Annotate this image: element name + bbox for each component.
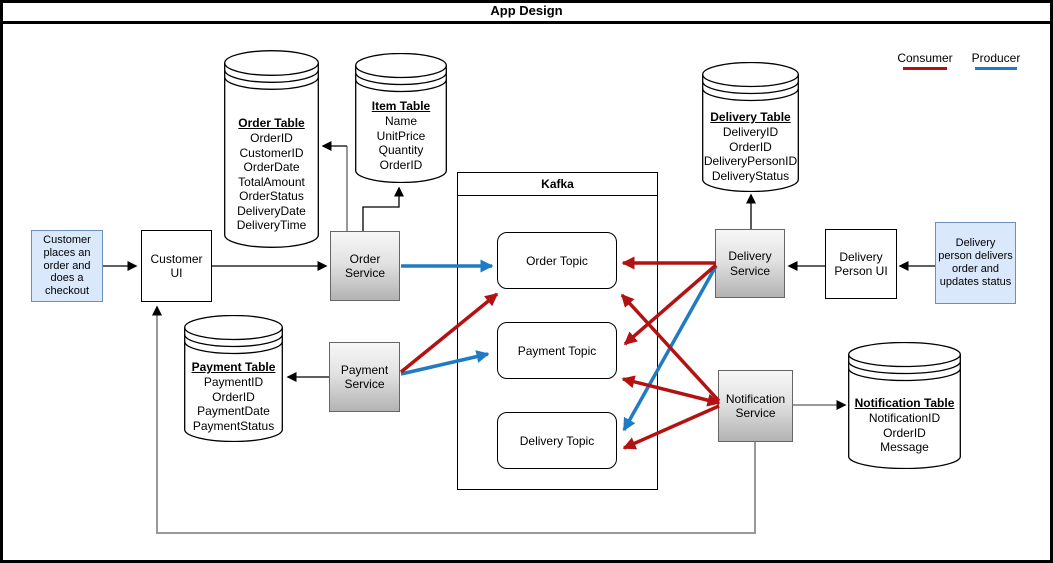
- legend-producer-line: [975, 67, 1017, 70]
- db-field: Name: [384, 114, 417, 128]
- customer-note: Customer places an order and does a chec…: [31, 230, 103, 302]
- notification-service-box: Notification Service: [718, 370, 793, 442]
- db-field: OrderID: [379, 157, 423, 172]
- cylinder-shape: [702, 62, 799, 192]
- cylinder-shape: [224, 50, 319, 248]
- order-topic: Order Topic: [497, 232, 617, 289]
- delivery-note: Delivery person delivers order and updat…: [935, 222, 1016, 304]
- db-field: DeliveryTime: [236, 218, 307, 232]
- db-title: Delivery Table: [710, 110, 791, 124]
- db-field: UnitPrice: [376, 128, 426, 143]
- db-field: Message: [880, 440, 929, 454]
- db-field: OrderID: [883, 425, 926, 440]
- db-field: DeliveryDate: [237, 203, 306, 218]
- payment-service-box: Payment Service: [329, 342, 400, 412]
- db-field: Quantity: [378, 143, 424, 157]
- legend-consumer-line: [903, 67, 947, 70]
- db-title: Order Table: [238, 116, 305, 130]
- delivery-person-ui-box: Delivery Person UI: [825, 229, 897, 299]
- payment-topic: Payment Topic: [497, 322, 617, 379]
- kafka-label: Kafka: [458, 173, 657, 196]
- cylinder-shape: [355, 53, 447, 183]
- db-field: CustomerID: [239, 145, 304, 160]
- db-field: DeliveryPersonID: [703, 154, 798, 168]
- legend-consumer-label: Consumer: [897, 51, 953, 65]
- db-field: PaymentDate: [197, 404, 270, 418]
- db-field: OrderID: [729, 139, 772, 154]
- db-field: OrderDate: [243, 160, 300, 174]
- db-title: Payment Table: [191, 360, 276, 374]
- db-field: TotalAmount: [238, 174, 305, 189]
- db-title: Notification Table: [854, 396, 955, 410]
- arrow-order-service-to-item-table: [362, 186, 404, 231]
- db-field: PaymentStatus: [192, 418, 275, 433]
- db-field: OrderStatus: [239, 189, 304, 203]
- legend-producer-label: Producer: [971, 51, 1021, 65]
- db-field: DeliveryID: [722, 125, 779, 139]
- db-field: OrderID: [212, 389, 255, 404]
- delivery-topic: Delivery Topic: [497, 412, 617, 469]
- db-field: OrderID: [250, 131, 293, 145]
- customer-ui-box: Customer UI: [141, 230, 212, 302]
- diagram-title: App Design: [0, 0, 1053, 24]
- db-field: DeliveryStatus: [711, 168, 790, 183]
- cylinder-shape: [848, 342, 961, 469]
- db-field: NotificationID: [868, 411, 941, 425]
- delivery-service-box: Delivery Service: [715, 229, 785, 298]
- order-service-box: Order Service: [330, 231, 400, 301]
- db-title: Item Table: [371, 99, 431, 113]
- db-field: PaymentID: [203, 375, 264, 389]
